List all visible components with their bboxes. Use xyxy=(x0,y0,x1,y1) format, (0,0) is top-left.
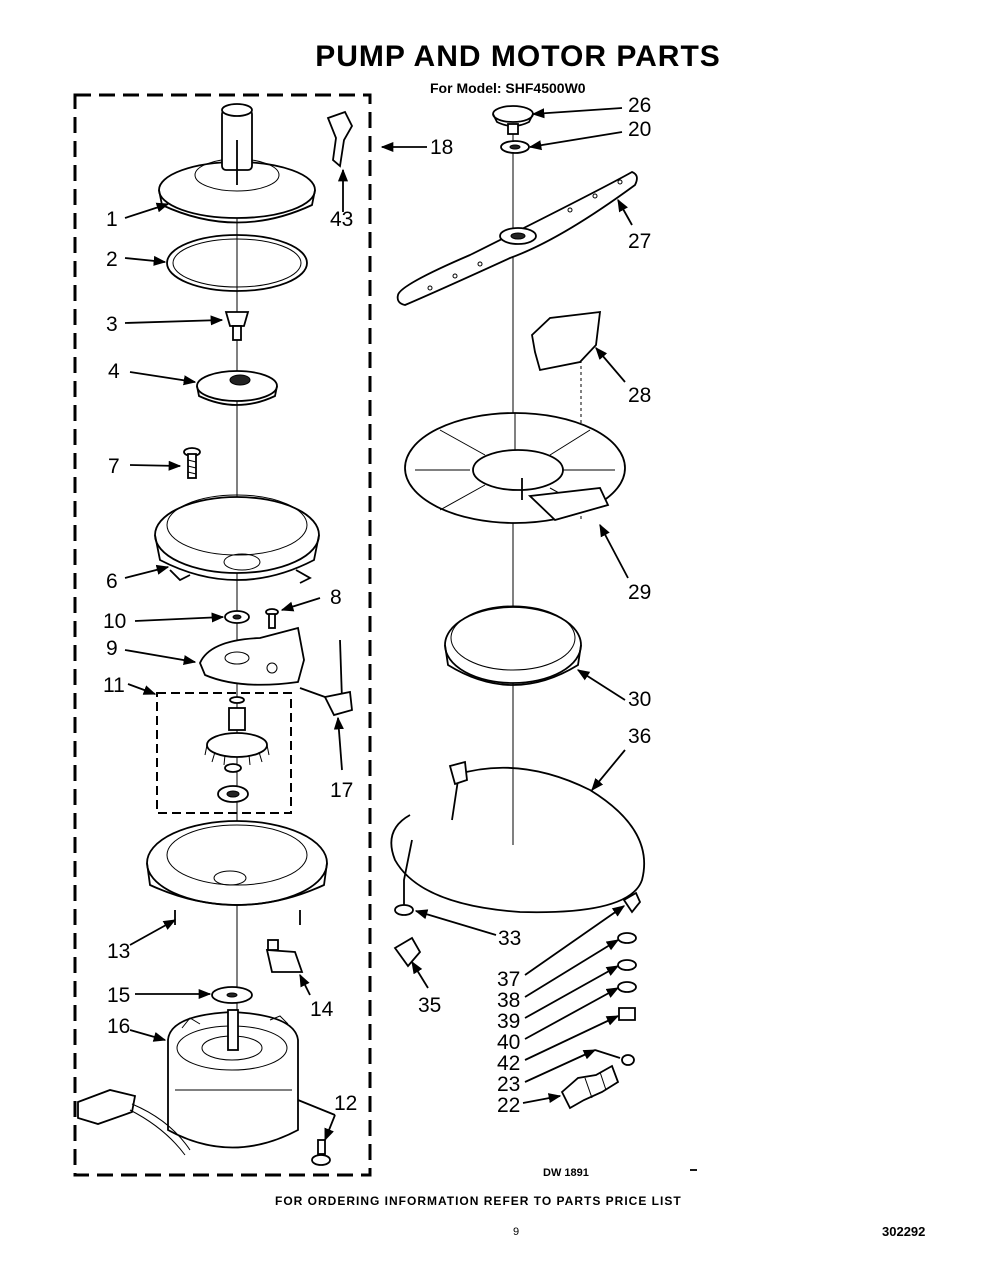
fastener-stack-parts-37-42 xyxy=(617,891,642,1021)
model-number: For Model: SHF4500W0 xyxy=(430,80,586,96)
label-17: 17 xyxy=(330,779,353,802)
document-number: 302292 xyxy=(882,1224,926,1239)
label-6: 6 xyxy=(106,570,118,593)
page-number: 9 xyxy=(513,1226,520,1238)
label-9: 9 xyxy=(106,637,118,660)
pump-base-part-6 xyxy=(154,494,320,584)
leader-lines xyxy=(124,107,633,1142)
motor-mount-part-13 xyxy=(146,820,328,925)
label-4: 4 xyxy=(108,360,120,383)
label-36: 36 xyxy=(628,725,651,748)
label-23: 23 xyxy=(497,1073,520,1096)
bracket-part-35 xyxy=(393,936,422,968)
label-38: 38 xyxy=(497,989,520,1012)
label-7: 7 xyxy=(108,455,120,478)
o-ring-part-2 xyxy=(166,234,308,292)
label-12: 12 xyxy=(334,1092,357,1115)
label-22: 22 xyxy=(497,1094,520,1117)
clip-part-43 xyxy=(326,110,354,168)
cap-part-26 xyxy=(492,105,534,135)
ordering-note: FOR ORDERING INFORMATION REFER TO PARTS … xyxy=(275,1194,682,1208)
label-40: 40 xyxy=(497,1031,520,1054)
washer-part-15 xyxy=(211,986,253,1004)
label-39: 39 xyxy=(497,1010,520,1033)
nut-part-23 xyxy=(621,1054,635,1066)
label-8: 8 xyxy=(330,586,342,609)
filter-screen-part-29 xyxy=(404,412,626,524)
deflector-part-28 xyxy=(531,310,602,372)
label-42: 42 xyxy=(497,1052,520,1075)
washer-part-33 xyxy=(394,904,414,916)
label-18: 18 xyxy=(430,136,453,159)
nut-part-3 xyxy=(224,311,250,341)
label-26: 26 xyxy=(628,94,651,117)
pump-housing-part-1 xyxy=(158,103,316,224)
label-35: 35 xyxy=(418,994,441,1017)
washer-part-20 xyxy=(500,140,530,154)
page-title: PUMP AND MOTOR PARTS xyxy=(315,40,721,73)
assembly-18-dashed-box xyxy=(73,93,372,1177)
ring-part-30 xyxy=(444,605,582,686)
rotor-assembly-part-11 xyxy=(204,696,270,803)
label-14: 14 xyxy=(310,998,334,1021)
pin-part-17 xyxy=(299,639,353,717)
label-11: 11 xyxy=(103,674,125,697)
label-20: 20 xyxy=(628,118,651,141)
screw-part-7 xyxy=(183,447,201,479)
plate-part-9 xyxy=(199,626,305,686)
assembly-11-dashed-box xyxy=(156,692,292,814)
impeller-part-4 xyxy=(196,370,278,406)
part-number-labels: 1 2 3 4 7 6 8 10 9 11 17 13 14 15 16 12 … xyxy=(103,94,651,1117)
label-10: 10 xyxy=(103,610,126,633)
label-33: 33 xyxy=(498,927,521,950)
label-37: 37 xyxy=(497,968,520,991)
label-2: 2 xyxy=(106,248,118,271)
label-3: 3 xyxy=(106,313,118,336)
screw-part-12 xyxy=(311,1139,331,1166)
label-29: 29 xyxy=(628,581,651,604)
label-43: 43 xyxy=(330,208,353,231)
label-16: 16 xyxy=(107,1015,130,1038)
drawing-code: DW 1891 xyxy=(543,1167,589,1179)
fitting-part-22 xyxy=(560,1064,620,1110)
label-28: 28 xyxy=(628,384,651,407)
screw-part-8 xyxy=(265,608,279,629)
heater-part-36 xyxy=(390,760,646,914)
label-30: 30 xyxy=(628,688,651,711)
label-15: 15 xyxy=(107,984,130,1007)
spray-arm-part-27 xyxy=(396,171,638,306)
label-1: 1 xyxy=(106,208,118,231)
block-part-14 xyxy=(265,939,304,973)
motor-part-16 xyxy=(77,1009,299,1156)
label-13: 13 xyxy=(107,940,130,963)
washer-part-10 xyxy=(224,610,250,624)
label-27: 27 xyxy=(628,230,651,253)
